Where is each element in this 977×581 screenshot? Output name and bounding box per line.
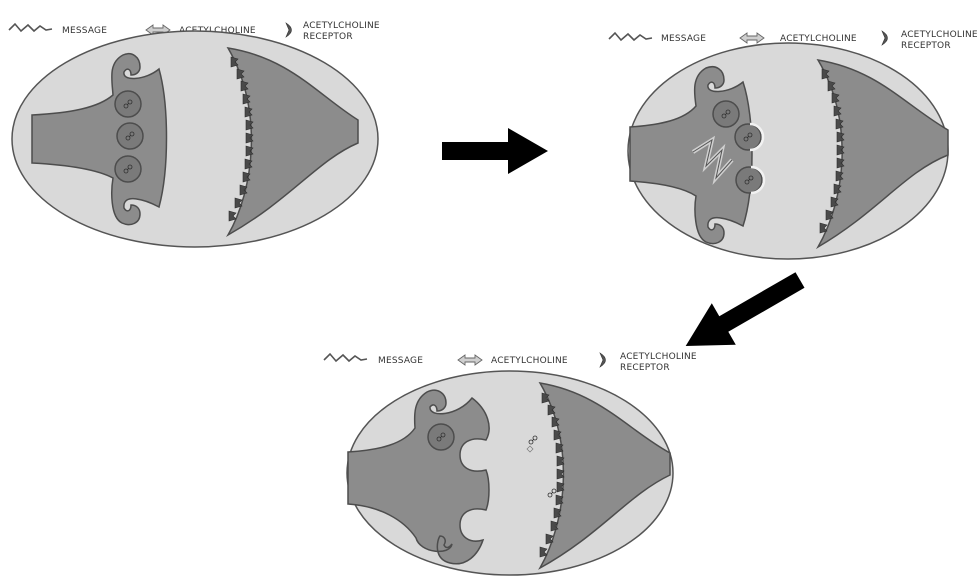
legend-receptor-label: ACETYLCHOLINE — [303, 21, 380, 31]
legend-message-label: MESSAGE — [378, 356, 423, 366]
panel-release: MESSAGE ACETYLCHOLINE ACETYLCHOLINE RECE… — [324, 352, 697, 575]
acetylcholine-icon — [740, 33, 764, 43]
legend-receptor-label-2: RECEPTOR — [620, 363, 670, 373]
panel-signal-arrives: MESSAGE ACETYLCHOLINE ACETYLCHOLINE RECE… — [609, 30, 977, 259]
receptor-icon — [600, 353, 606, 367]
legend-acetylcholine-label: ACETYLCHOLINE — [491, 356, 568, 366]
legend-message-label: MESSAGE — [62, 26, 107, 36]
legend-receptor-label-2: RECEPTOR — [303, 32, 353, 42]
vesicles — [428, 424, 454, 450]
receptor-icon — [882, 31, 888, 45]
acetylcholine-icon — [458, 355, 482, 365]
next-step-arrow — [674, 259, 812, 367]
legend-receptor-label-2: RECEPTOR — [901, 41, 951, 51]
legend-receptor-label: ACETYLCHOLINE — [620, 352, 697, 362]
legend: MESSAGE ACETYLCHOLINE ACETYLCHOLINE RECE… — [324, 352, 697, 373]
message-zigzag-icon — [324, 354, 367, 361]
vesicles — [115, 91, 143, 182]
receptor-icon — [286, 23, 292, 37]
next-step-arrow — [442, 128, 548, 174]
legend-message-label: MESSAGE — [661, 34, 706, 44]
message-zigzag-icon — [609, 33, 652, 40]
panel-resting: MESSAGE ACETYLCHOLINE ACETYLCHOLINE RECE… — [9, 21, 380, 247]
legend-receptor-label: ACETYLCHOLINE — [901, 30, 977, 40]
message-zigzag-icon — [9, 24, 52, 31]
